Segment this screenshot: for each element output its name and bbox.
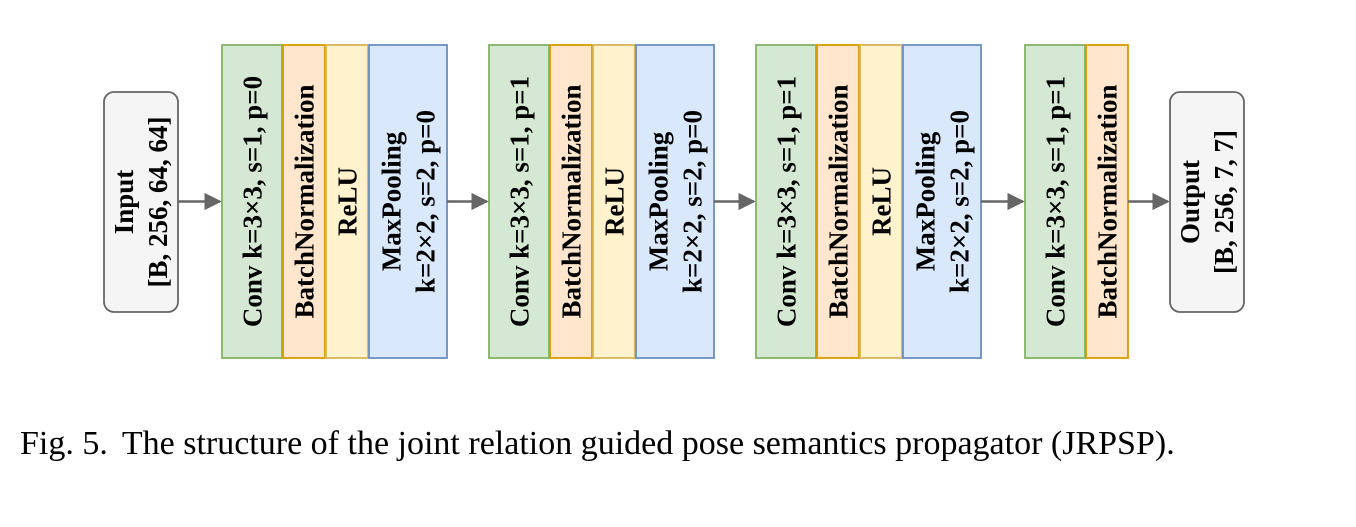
jrpsp-diagram: Input[B, 256, 64, 64] Output[B, 256, 7, 7… (103, 44, 1245, 359)
block-4-bn-label: BatchNormalization (1092, 85, 1122, 319)
block-1-pool-label-line-2: k=2×2, s=2, p=0 (410, 110, 440, 293)
block-2-bn-label: BatchNormalization (556, 85, 586, 319)
block-2-pool-box (635, 44, 715, 359)
block-3-relu-box (859, 44, 903, 359)
output-shape: [B, 256, 7, 7] (1209, 130, 1239, 274)
input-label: Input[B, 256, 64, 64] (109, 117, 173, 288)
block-2-pool-label-line-2: k=2×2, s=2, p=0 (677, 110, 707, 293)
block-1-relu-label: ReLU (332, 167, 362, 236)
block-2-bn-label-line-1: BatchNormalization (556, 85, 586, 319)
block-3-pool-label-line-2: k=2×2, s=2, p=0 (944, 110, 974, 293)
caption-text: The structure of the joint relation guid… (121, 425, 1175, 462)
block-3-conv-label-line-1: Conv k=3×3, s=1, p=1 (771, 76, 801, 327)
block-3-conv-label: Conv k=3×3, s=1, p=1 (771, 76, 801, 327)
block-3-relu-label-line-1: ReLU (866, 167, 896, 236)
block-2-relu-box (592, 44, 636, 359)
block-4-conv-label-line-1: Conv k=3×3, s=1, p=1 (1040, 76, 1070, 327)
input-node: Input[B, 256, 64, 64] (103, 91, 179, 313)
output-box (1169, 91, 1245, 313)
block-1-pool-label-line-1: MaxPooling (376, 131, 406, 271)
block-1-bn-label-line-1: BatchNormalization (289, 85, 319, 319)
block-2-conv-box (488, 44, 550, 359)
block-1: Conv k=3×3, s=1, p=0 BatchNormalization Re… (221, 44, 448, 359)
block-3-bn-box (816, 44, 860, 359)
block-3-conv-box (755, 44, 817, 359)
block-1-conv-label: Conv k=3×3, s=1, p=0 (237, 76, 267, 327)
figure-number: Fig. 5. (20, 425, 108, 462)
block-4-bn-label-line-1: BatchNormalization (1092, 85, 1122, 319)
block-2-conv-label: Conv k=3×3, s=1, p=1 (504, 76, 534, 327)
block-4: Conv k=3×3, s=1, p=1 BatchNormalization (1024, 44, 1129, 359)
block-3-relu-label: ReLU (866, 167, 896, 236)
block-4-conv-box (1024, 44, 1086, 359)
block-4-conv-label: Conv k=3×3, s=1, p=1 (1040, 76, 1070, 327)
block-1-conv-box (221, 44, 283, 359)
block-2-relu-label: ReLU (599, 167, 629, 236)
block-2-pool-label-line-1: MaxPooling (643, 131, 673, 271)
block-3: Conv k=3×3, s=1, p=1 BatchNormalization Re… (755, 44, 982, 359)
block-2: Conv k=3×3, s=1, p=1 BatchNormalization Re… (488, 44, 715, 359)
block-3-bn-label-line-1: BatchNormalization (823, 85, 853, 319)
block-1-relu-box (325, 44, 369, 359)
block-4-bn-box (1085, 44, 1129, 359)
input-title: Input (109, 170, 139, 235)
block-2-conv-label-line-1: Conv k=3×3, s=1, p=1 (504, 76, 534, 327)
block-3-pool-label-line-1: MaxPooling (910, 131, 940, 271)
block-3-pool-box (902, 44, 982, 359)
block-1-pool-box (368, 44, 448, 359)
block-3-bn-label: BatchNormalization (823, 85, 853, 319)
figure-caption: Fig. 5. The structure of the joint relati… (20, 424, 1340, 464)
output-label: Output[B, 256, 7, 7] (1175, 130, 1239, 274)
block-1-bn-box (282, 44, 326, 359)
block-2-bn-box (549, 44, 593, 359)
block-1-bn-label: BatchNormalization (289, 85, 319, 319)
output-title: Output (1175, 160, 1205, 244)
block-1-relu-label-line-1: ReLU (332, 167, 362, 236)
input-shape: [B, 256, 64, 64] (143, 117, 173, 288)
block-1-conv-label-line-1: Conv k=3×3, s=1, p=0 (237, 76, 267, 327)
block-2-relu-label-line-1: ReLU (599, 167, 629, 236)
output-node: Output[B, 256, 7, 7] (1169, 91, 1245, 313)
